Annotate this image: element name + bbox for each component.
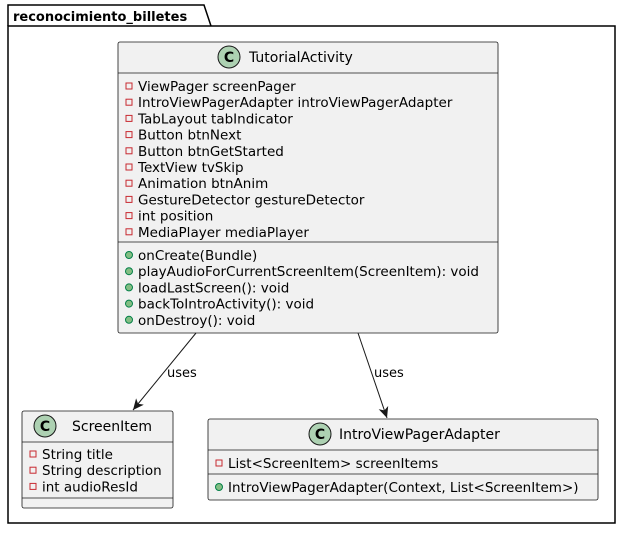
attribute-text: List<ScreenItem> screenItems [228,456,438,472]
stereotype-letter: C [315,427,325,443]
class-stereotype-icon: C [33,414,57,438]
private-visibility-icon [29,482,37,490]
class-stereotype-icon: C [308,422,332,446]
dependency-arrow [132,332,197,411]
method-text: backToIntroActivity(): void [138,297,314,313]
private-visibility-icon [125,82,133,90]
attribute-text: int position [138,209,213,225]
private-visibility-icon [29,466,37,474]
package-frame: reconocimiento_billetes [7,4,616,524]
private-visibility-icon [125,195,133,203]
attribute-text: MediaPlayer mediaPlayer [138,225,309,241]
attribute-text: IntroViewPagerAdapter introViewPagerAdap… [138,95,453,111]
public-visibility-icon [125,315,133,324]
method-text: IntroViewPagerAdapter(Context, List<Scre… [228,480,579,496]
attribute-text: String title [42,447,113,463]
method-text: playAudioForCurrentScreenItem(ScreenItem… [138,264,479,280]
private-visibility-icon [125,131,133,139]
private-visibility-icon [125,147,133,155]
attribute-text: TabLayout tabIndicator [137,111,293,127]
attribute-text: Button btnNext [138,128,241,144]
private-visibility-icon [29,450,37,458]
private-visibility-icon [125,163,133,171]
public-visibility-icon [125,283,133,292]
relation-label: uses [167,366,197,381]
private-visibility-icon [125,179,133,187]
public-visibility-icon [125,251,133,259]
private-visibility-icon [125,228,133,236]
dependency-arrow [357,332,389,419]
class-name: IntroViewPagerAdapter [339,427,500,443]
method-list: onCreate(Bundle)playAudioForCurrentScree… [125,248,479,329]
public-visibility-icon [125,267,133,276]
stereotype-letter: C [40,419,50,435]
private-visibility-icon [125,98,133,106]
public-visibility-icon [125,299,133,308]
class-name: TutorialActivity [248,50,353,66]
private-visibility-icon [125,212,133,220]
relation-label: uses [374,366,404,381]
public-visibility-icon [215,483,223,491]
attribute-text: Animation btnAnim [138,176,268,192]
class-name: ScreenItem [72,419,152,435]
private-visibility-icon [215,459,223,467]
class-tutorial-activity[interactable]: C TutorialActivity ViewPager screenPager… [117,41,499,334]
relation-uses-screen-item[interactable]: uses [132,332,197,411]
attribute-list: ViewPager screenPagerIntroViewPagerAdapt… [125,79,453,241]
attribute-text: Button btnGetStarted [138,144,284,160]
attribute-text: ViewPager screenPager [138,79,296,95]
attribute-list: List<ScreenItem> screenItems [215,456,438,472]
method-text: loadLastScreen(): void [138,280,289,296]
attribute-text: int audioResId [42,479,138,495]
attribute-text: GestureDetector gestureDetector [138,192,365,208]
private-visibility-icon [125,114,133,122]
attribute-text: TextView tvSkip [137,160,244,176]
package-name: reconocimiento_billetes [13,10,187,25]
relation-uses-adapter[interactable]: uses [357,332,404,419]
method-text: onCreate(Bundle) [138,248,257,264]
class-stereotype-icon: C [217,45,241,69]
method-text: onDestroy(): void [138,313,255,329]
attribute-text: String description [42,463,162,479]
class-intro-view-pager-adapter[interactable]: C IntroViewPagerAdapter List<ScreenItem>… [207,418,599,501]
method-list: IntroViewPagerAdapter(Context, List<Scre… [215,480,579,496]
stereotype-letter: C [224,50,234,66]
